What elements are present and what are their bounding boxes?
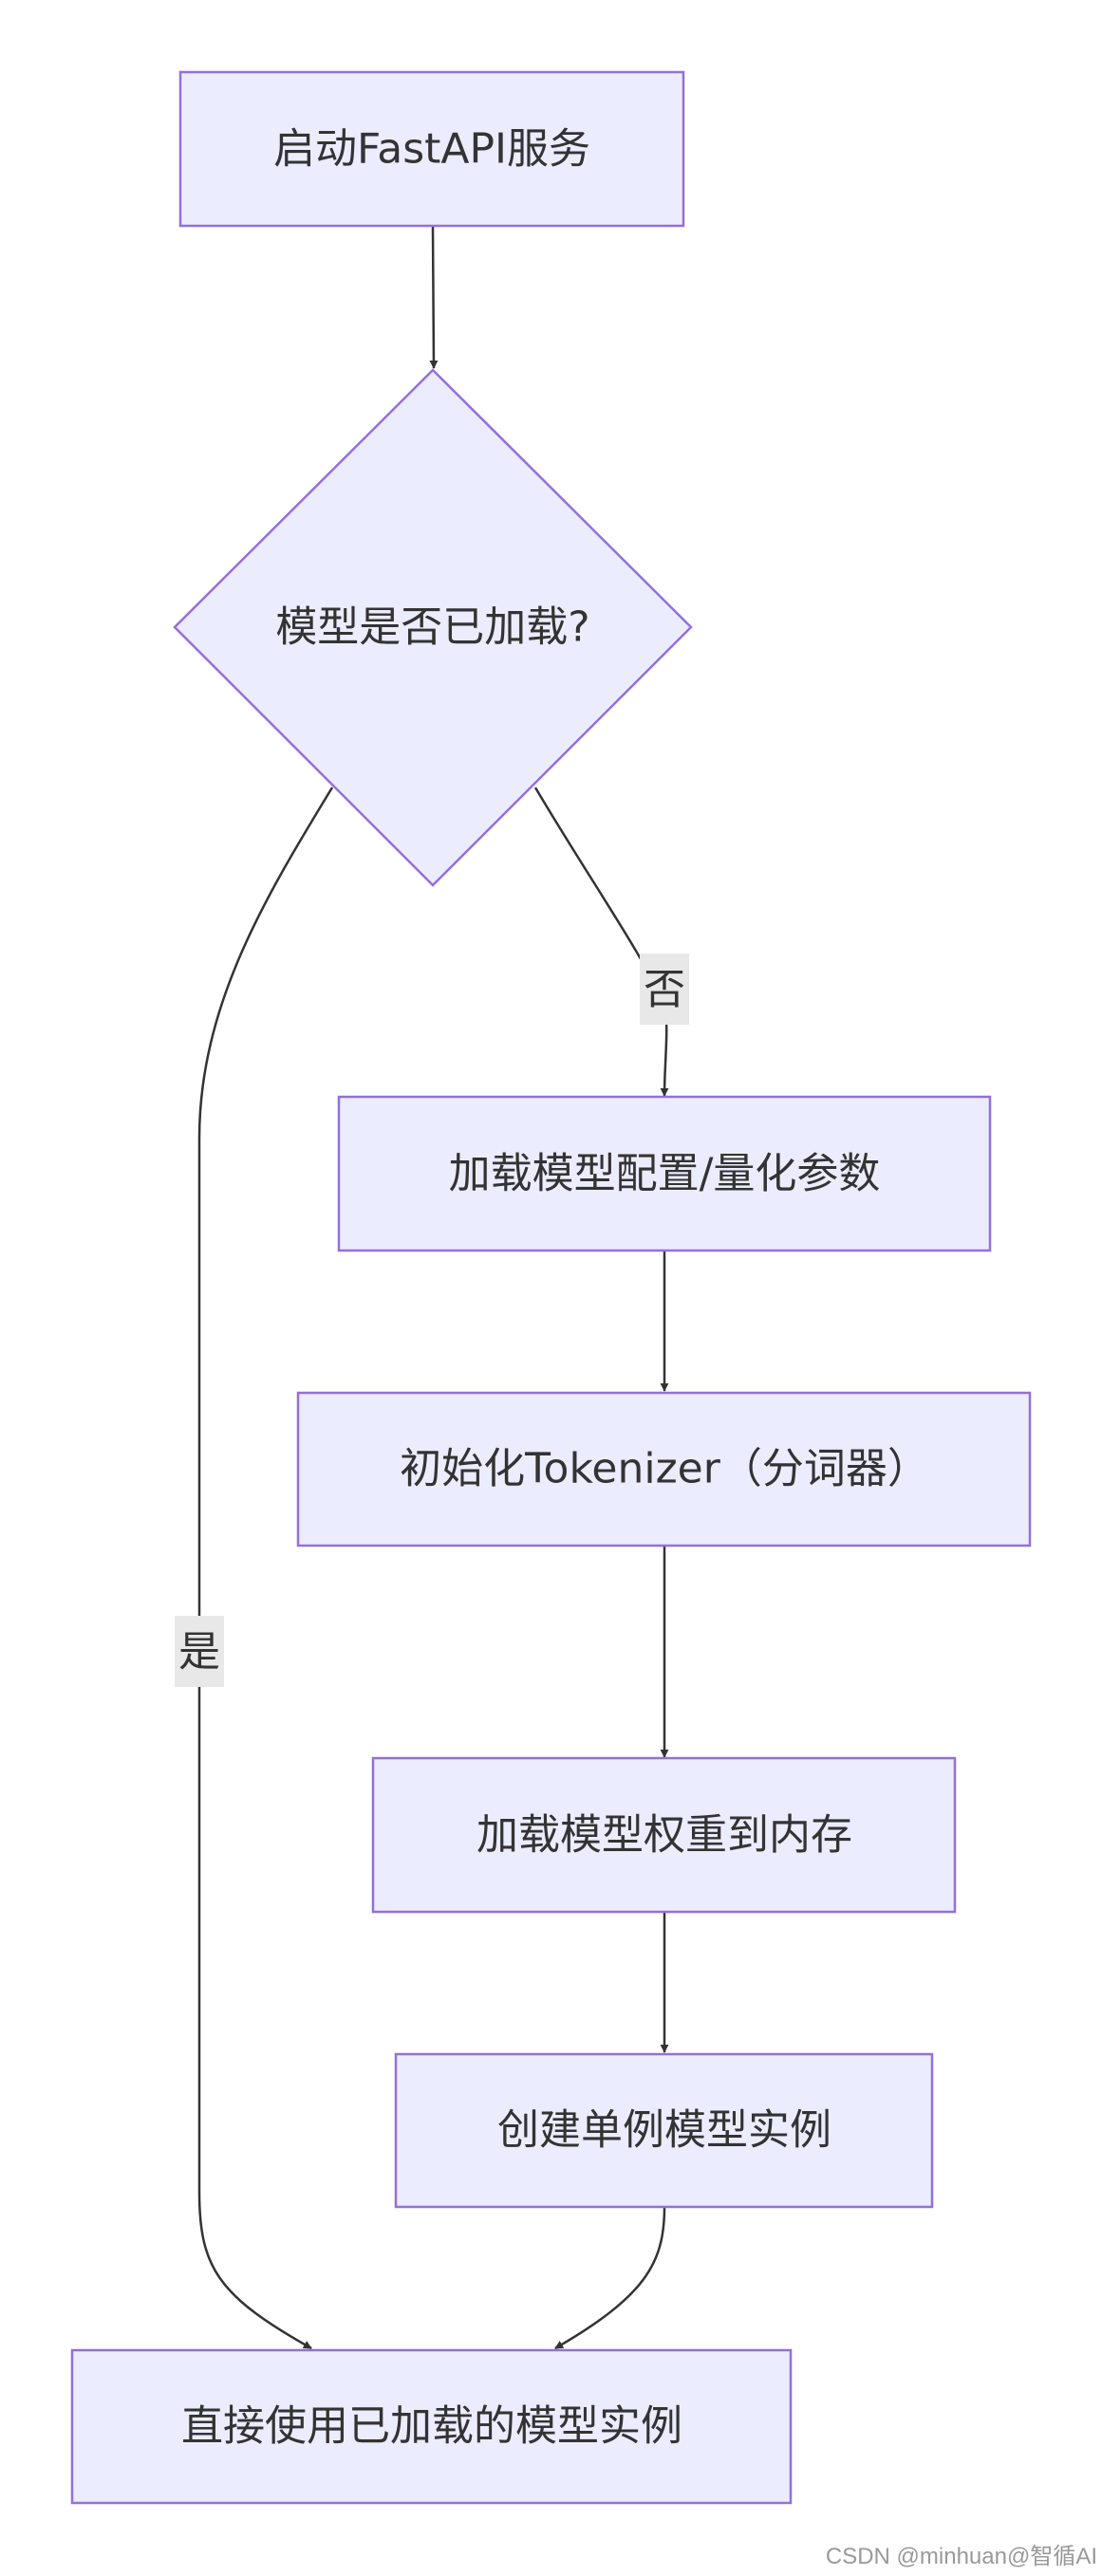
edge-label-no: 否 [640, 954, 689, 1025]
watermark: CSDN @minhuan@智循AI [826, 2544, 1097, 2569]
edge-start-to-check [429, 225, 439, 369]
edge-create-singleton-to-use-loaded [554, 2206, 666, 2350]
node-use-loaded: 直接使用已加载的模型实例 [70, 2348, 793, 2505]
edge-check-to-load-config [533, 787, 669, 1097]
svg-text:否: 否 [644, 966, 685, 1014]
node-init-tokenizer: 初始化Tokenizer（分词器） [296, 1391, 1032, 1547]
edge-check-to-use-loaded [197, 787, 334, 2350]
svg-text:创建单例模型实例: 创建单例模型实例 [497, 2106, 831, 2155]
node-load-config: 加载模型配置/量化参数 [337, 1095, 992, 1252]
node-check-loaded: 模型是否已加载? [173, 368, 693, 887]
svg-text:启动FastAPI服务: 启动FastAPI服务 [273, 125, 590, 174]
svg-text:加载模型配置/量化参数: 加载模型配置/量化参数 [449, 1150, 881, 1198]
edge-label-yes: 是 [175, 1616, 224, 1687]
svg-text:是: 是 [178, 1628, 220, 1677]
svg-text:模型是否已加载?: 模型是否已加载? [275, 603, 589, 652]
node-load-weights: 加载模型权重到内存 [371, 1756, 957, 1914]
node-start: 启动FastAPI服务 [178, 70, 685, 228]
svg-text:直接使用已加载的模型实例: 直接使用已加载的模型实例 [181, 2402, 682, 2451]
node-create-singleton: 创建单例模型实例 [394, 2052, 934, 2209]
svg-text:初始化Tokenizer（分词器）: 初始化Tokenizer（分词器） [400, 1445, 929, 1493]
svg-text:加载模型权重到内存: 加载模型权重到内存 [476, 1811, 852, 1860]
